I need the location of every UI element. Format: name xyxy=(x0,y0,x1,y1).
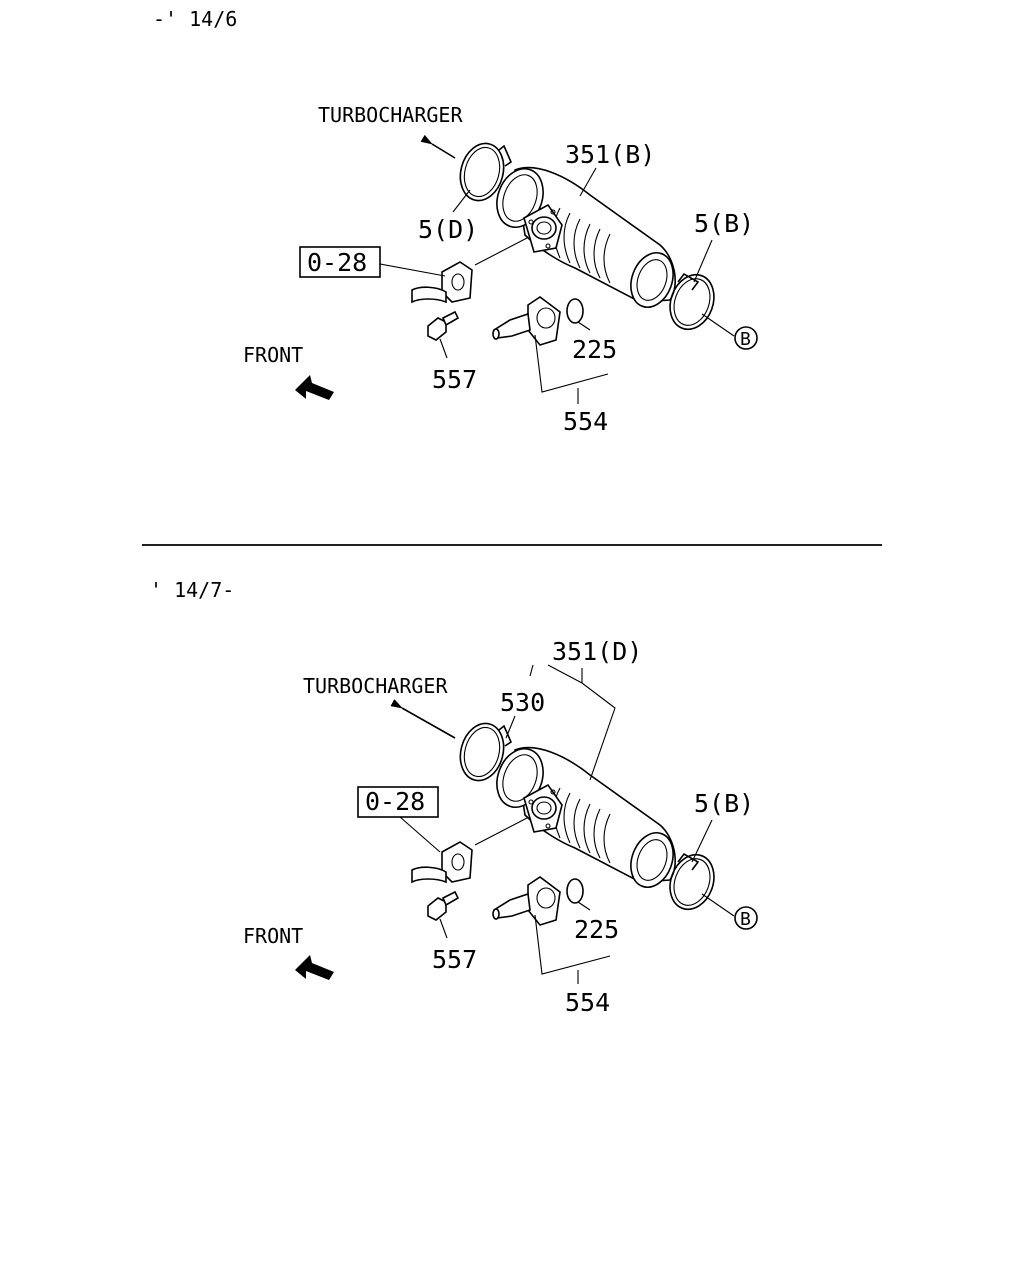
callout-clamp-turbo: 530 xyxy=(500,688,545,717)
callout-duct: 351(B) xyxy=(565,140,655,169)
duct-assembly-drawing xyxy=(411,717,723,926)
front-arrow-icon xyxy=(295,375,334,400)
date-range-label: -' 14/6 xyxy=(153,7,237,31)
ref-box xyxy=(357,786,439,818)
turbo-direction-arrow xyxy=(420,134,456,159)
callout-assembly: 554 xyxy=(565,988,610,1017)
callout-ref: 0-28 xyxy=(307,248,367,277)
front-arrow-icon xyxy=(295,955,334,980)
callout-bolt: 557 xyxy=(432,945,477,974)
callout-assembly: 554 xyxy=(563,407,608,436)
callout-clamp-turbo: 5(D) xyxy=(418,215,478,244)
callout-clamp-outlet: 5(B) xyxy=(694,789,754,818)
callout-ref: 0-28 xyxy=(365,787,425,816)
circle-mark xyxy=(734,906,758,930)
callout-bolt: 557 xyxy=(432,365,477,394)
callout-duct: 351(D) xyxy=(552,637,642,666)
circle-mark-letter: B xyxy=(740,909,751,930)
turbocharger-label: TURBOCHARGER xyxy=(303,674,448,698)
turbo-direction-arrow xyxy=(390,699,456,739)
front-label: FRONT xyxy=(243,343,303,367)
turbocharger-label: TURBOCHARGER xyxy=(318,103,463,127)
callout-clamp-outlet: 5(B) xyxy=(694,209,754,238)
circle-mark xyxy=(734,326,758,350)
callout-oring: 225 xyxy=(572,335,617,364)
diagram-early: -' 14/6 TURBOCHARGER 351(B) 5(D) 5(B) 0-… xyxy=(153,7,758,436)
ref-box xyxy=(299,246,381,278)
diagram-late: ' 14/7- TURBOCHARGER 351(D) 530 5(B) 0-2… xyxy=(150,578,758,1017)
front-label: FRONT xyxy=(243,924,303,948)
callout-oring: 225 xyxy=(574,915,619,944)
date-range-label: ' 14/7- xyxy=(150,578,234,602)
circle-mark-letter: B xyxy=(740,329,751,350)
